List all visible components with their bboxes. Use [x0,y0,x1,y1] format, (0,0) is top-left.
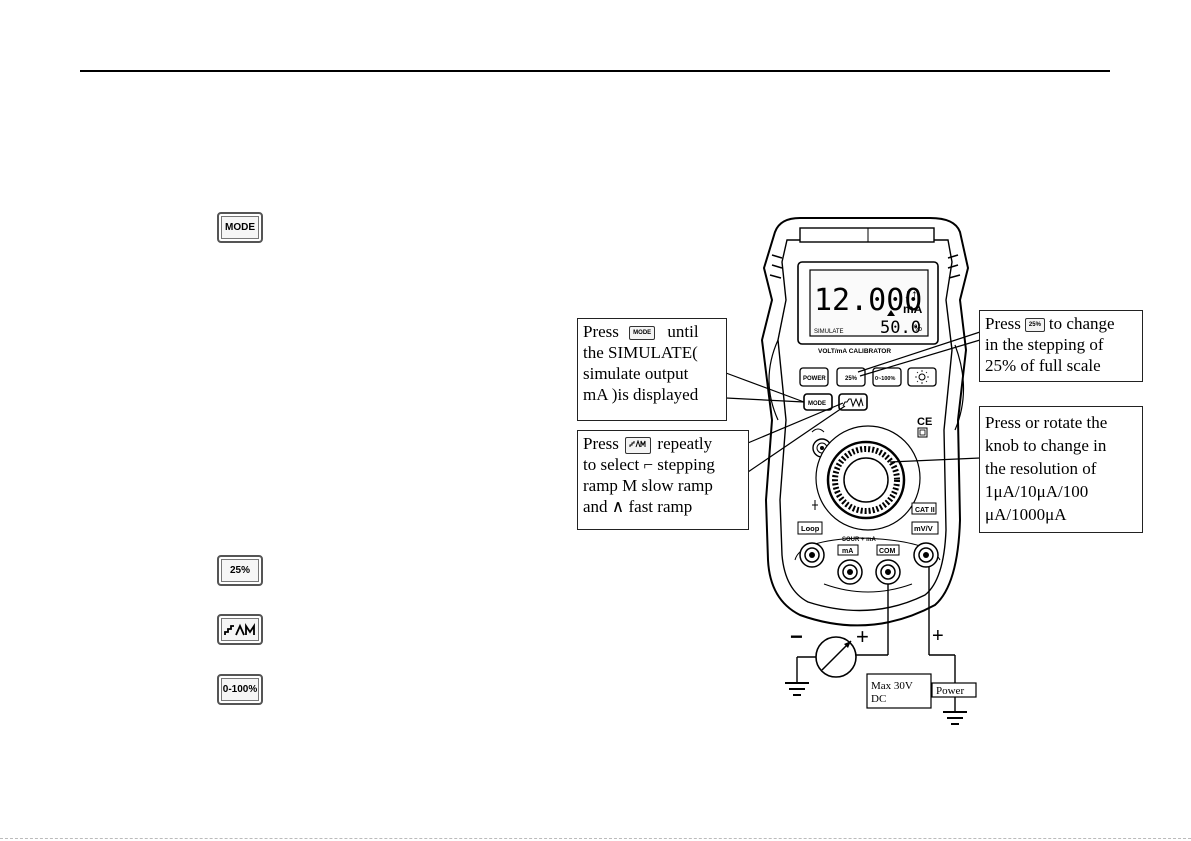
plus-sign-right: + [932,625,944,647]
ramp-key-icon [217,614,263,645]
percent25-key-icon: 25% [217,555,263,586]
loop-label: Loop [801,524,820,533]
percent25-callout-line3: 25% of full scale [985,356,1101,375]
percent25-button[interactable] [836,367,866,387]
mvv-label: mV/V [914,524,933,533]
left-grip [769,254,783,279]
lcd-arrows: ↓↑ [904,286,918,302]
lcd-screen [809,269,929,337]
ramp-mini-icon [625,436,652,454]
max-voltage-box [866,673,932,709]
power-supply-box [931,682,977,698]
power-button[interactable] [799,367,829,387]
leader-25-1 [857,331,981,373]
jack-mvv-terminal[interactable] [913,542,939,568]
leader-mode-2 [725,397,805,403]
power-supply-label: Power [936,685,964,697]
lcd-reading: 12.000 [814,283,922,318]
power-button-label: POWER [803,376,826,382]
max-voltage-line2: DC [871,693,886,705]
mode-callout-line3: simulate output [583,364,689,383]
ramp-callout: Press repeatly to select ⌐ stepping ramp… [577,430,749,530]
page-bottom-border [0,838,1191,839]
full-scale-button-label: 0~100% [875,376,895,382]
calibrator-diagram: 12.000 ↓↑ mA 50.0 % SIMULATE VOLT/mA CAL… [725,217,981,725]
com-label: COM [879,548,896,555]
right-grip [947,254,961,279]
sour-label: SOUR + mA - [842,537,879,543]
ground-icon-right [943,711,967,725]
knob-callout-line2: knob to change in [985,436,1107,455]
mode-callout-line4: mA )is displayed [583,385,699,404]
lcd-percent-sign: % [914,323,922,333]
ramp-callout-line3: ramp M slow ramp [583,476,713,495]
leader-ramp-2 [747,405,846,473]
lcd-percent: 50.0 [880,318,921,338]
plus-sign-left: + [856,624,869,649]
ce-mark: CE [917,416,932,428]
ramp-callout-line2: to select ⌐ stepping [583,455,715,474]
percent25-callout-press: Press [985,314,1021,333]
leader-mode-1 [725,372,805,403]
header-rule [80,70,1110,72]
knob-callout: Press or rotate the knob to change in th… [979,406,1143,533]
full-scale-key-label: 0-100% [222,684,258,695]
backlight-icon [915,370,929,384]
ramp-callout-press: Press [583,434,619,453]
minus-sign: − [790,624,803,649]
device-body-outline [777,239,953,612]
ramp-symbol-icon [224,622,255,635]
jack-ma-terminal[interactable] [837,559,863,585]
lcd-pointer-icon [887,310,895,316]
ma-label-box [837,544,859,556]
mode-key-label: MODE [225,222,255,233]
leader-ramp-1 [735,402,844,449]
knob-knurling [832,446,900,514]
mode-callout-line2: the SIMULATE( [583,343,698,362]
mode-callout: Press MODE until the SIMULATE( simulate … [577,318,727,421]
loop-label-box [797,521,823,535]
mvv-label-box [911,521,939,535]
knob-callout-line5: μA/1000μA [985,505,1067,524]
percent25-button-label: 25% [845,376,858,382]
brand-label: VOLT/mA CALIBRATOR [818,348,891,355]
leader-knob [889,457,981,463]
cat-label: CAT II [915,507,935,514]
ammeter-icon [815,636,857,678]
mode-key-icon: MODE [217,212,263,243]
double-insulation-icon [917,427,928,438]
ramp-callout-repeatly: repeatly [657,434,713,453]
percent25-key-label: 25% [229,565,250,576]
lcd-unit: mA [903,302,923,316]
jack-loop-terminal[interactable] [799,542,825,568]
percent25-mini-icon: 25% [1024,318,1045,333]
mode-mini-icon: MODE [629,326,656,341]
ramp-button-icon [842,397,864,408]
full-scale-key-icon: 0-100% [217,674,263,705]
jack-com-terminal[interactable] [875,559,901,585]
mode-button-label: MODE [808,401,826,407]
ramp-callout-line4: and ∧ fast ramp [583,497,693,516]
mode-callout-press: Press [583,322,619,341]
cat-label-box [911,502,937,515]
knob-callout-line1: Press or rotate the [985,413,1108,432]
mode-callout-until: until [667,322,699,341]
max-voltage-line1: Max 30V [871,680,913,692]
top-clip [799,227,935,243]
ground-icon-left [785,682,809,696]
lcd-mode: SIMULATE [814,329,844,335]
backlight-button[interactable] [907,367,937,387]
com-label-box [876,544,900,556]
ma-label: mA [842,548,853,555]
ramp-button[interactable] [838,393,868,411]
percent25-callout-change: to change [1048,314,1115,333]
knob-callout-line4: 1μA/10μA/100 [985,482,1089,501]
percent25-callout-line2: in the stepping of [985,335,1104,354]
leader-25-2 [859,339,981,377]
knob-callout-line3: the resolution of [985,459,1097,478]
